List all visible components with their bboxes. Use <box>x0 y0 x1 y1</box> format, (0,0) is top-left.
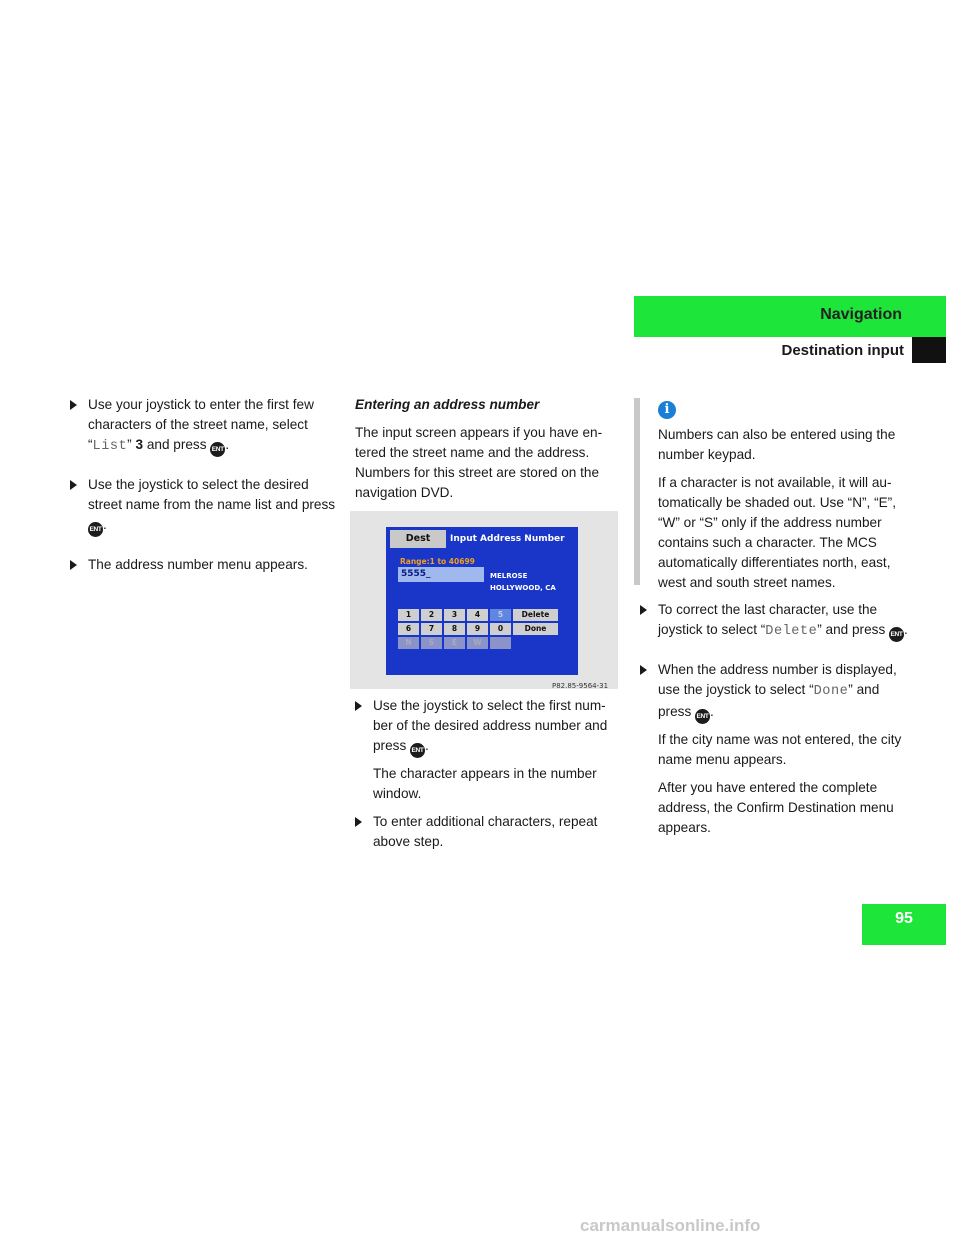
ent-button-icon: ENT <box>695 709 711 724</box>
bullet-arrow-icon <box>355 817 362 827</box>
step-result: The address number menu appears. <box>70 555 342 575</box>
key-delete: Delete <box>513 609 558 621</box>
key-2: 2 <box>421 609 442 621</box>
screen-display: Dest Input Address Number Range:1 to 406… <box>386 527 578 675</box>
step-text: and press <box>143 437 211 452</box>
step-text: ” and press <box>817 622 890 637</box>
key-1: 1 <box>398 609 419 621</box>
step-text: Use the joystick to select the first num… <box>373 698 608 753</box>
street-info: MELROSE HOLLYWOOD, CA <box>490 570 556 594</box>
section-header: Navigation <box>634 296 946 337</box>
step-enter-street: Use your joystick to enter the first few… <box>70 395 342 457</box>
step-text: ” and press <box>658 682 880 719</box>
ent-button-icon: ENT <box>410 743 426 758</box>
intro-paragraph: The input screen appears if you have en­… <box>355 425 603 500</box>
key-n: N <box>398 637 419 649</box>
column-middle-steps: Use the joystick to select the first num… <box>355 696 620 870</box>
key-s: S <box>421 637 442 649</box>
menu-item-list: List <box>92 439 128 454</box>
subheading: Entering an address number <box>355 397 540 412</box>
navigation-screen-image: Dest Input Address Number Range:1 to 406… <box>350 511 618 690</box>
page-number: 95 <box>862 904 946 945</box>
step-text: . <box>225 437 230 452</box>
info-paragraph: If a character is not available, it will… <box>658 475 896 590</box>
bullet-arrow-icon <box>640 665 647 675</box>
key-4: 4 <box>467 609 488 621</box>
info-paragraph: Numbers can also be entered using the nu… <box>658 427 896 462</box>
ent-button-icon: ENT <box>210 442 226 457</box>
tab-dest: Dest <box>390 530 446 548</box>
number-window: 5555_ <box>398 567 484 582</box>
info-sidebar-bar <box>634 398 640 585</box>
step-text: ” <box>127 437 136 452</box>
step-text: To enter additional characters, repeat a… <box>373 814 598 849</box>
key-6: 6 <box>398 623 419 635</box>
image-caption: P82.85-9564-31 <box>552 682 609 690</box>
step-number: 3 <box>135 437 144 452</box>
ent-button-icon: ENT <box>889 627 905 642</box>
step-select-first-number: Use the joystick to select the first num… <box>355 696 620 758</box>
step-text: When the address number is displayed, us… <box>658 662 897 697</box>
step-text: . <box>710 704 714 719</box>
step-done: When the address number is displayed, us… <box>640 660 910 724</box>
screen-title: Input Address Number <box>450 534 565 544</box>
info-box: i Numbers can also be entered using the … <box>658 401 908 601</box>
bullet-arrow-icon <box>70 480 77 490</box>
step-text: Use the joystick to select the desired s… <box>88 477 336 512</box>
key-5: 5 <box>490 609 511 621</box>
step-note: If the city name was not entered, the ci… <box>658 732 902 767</box>
step-text: . <box>103 517 107 532</box>
key-9: 9 <box>467 623 488 635</box>
subsection-title: Destination input <box>781 342 905 359</box>
key-e: E <box>444 637 465 649</box>
watermark: carmanualsonline.info <box>580 1216 761 1235</box>
key-7: 7 <box>421 623 442 635</box>
menu-item-done: Done <box>813 684 849 699</box>
section-title: Navigation <box>820 306 902 323</box>
column-middle: Entering an address number The input scr… <box>355 395 620 511</box>
key-w: W <box>467 637 488 649</box>
step-text: . <box>904 622 908 637</box>
key-3: 3 <box>444 609 465 621</box>
step-delete: To correct the last character, use the j… <box>640 600 910 642</box>
ent-button-icon: ENT <box>88 522 103 537</box>
step-text: Use your joystick to enter the first few… <box>88 397 314 452</box>
bullet-arrow-icon <box>355 701 362 711</box>
key-done: Done <box>513 623 558 635</box>
city-name: HOLLYWOOD, CA <box>490 584 556 592</box>
info-icon: i <box>658 401 676 419</box>
header-marker <box>912 337 946 363</box>
step-select-street: Use the joystick to select the desired s… <box>70 475 342 537</box>
step-note: The character appears in the number wind… <box>373 766 597 801</box>
bullet-arrow-icon <box>70 400 77 410</box>
step-text: The address number menu appears. <box>88 557 308 572</box>
key-8: 8 <box>444 623 465 635</box>
step-note: After you have entered the complete addr… <box>658 780 894 835</box>
menu-item-delete: Delete <box>765 624 818 639</box>
bullet-arrow-icon <box>640 605 647 615</box>
bullet-arrow-icon <box>70 560 77 570</box>
range-label: Range:1 to 40699 <box>400 557 475 566</box>
street-name: MELROSE <box>490 572 528 580</box>
step-text: To correct the last character, use the j… <box>658 602 878 637</box>
column-right-steps: To correct the last character, use the j… <box>640 600 910 846</box>
column-left: Use your joystick to enter the first few… <box>70 395 342 593</box>
step-text: . <box>425 738 429 753</box>
key-0: 0 <box>490 623 511 635</box>
step-repeat: To enter additional characters, repeat a… <box>355 812 620 852</box>
key-blank <box>490 637 511 649</box>
